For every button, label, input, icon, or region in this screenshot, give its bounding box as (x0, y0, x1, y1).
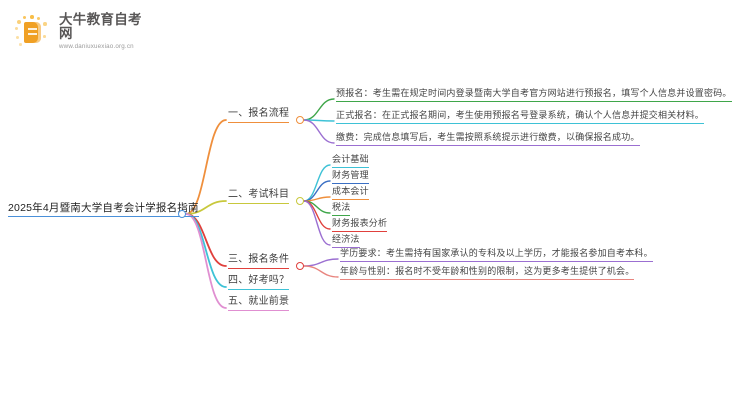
leaf-node-2-2[interactable]: 财务管理 (332, 168, 369, 184)
leaf-node-1-2[interactable]: 正式报名：在正式报名期间，考生使用预报名号登录系统，确认个人信息并提交相关材料。 (336, 108, 705, 124)
branch-node-1[interactable]: 一、报名流程 (228, 107, 290, 123)
book-icon (14, 15, 52, 49)
leaf-node-2-5[interactable]: 财务报表分析 (332, 216, 388, 232)
leaf-node-3-1[interactable]: 学历要求：考生需持有国家承认的专科及以上学历，才能报名参加自考本科。 (340, 246, 653, 262)
branch-knob-3[interactable] (296, 262, 304, 270)
branch-knob-2[interactable] (296, 197, 304, 205)
branch-node-3[interactable]: 三、报名条件 (228, 253, 290, 269)
leaf-node-2-4[interactable]: 税法 (332, 200, 351, 216)
branch-knob-1[interactable] (296, 116, 304, 124)
leaf-node-2-3[interactable]: 成本会计 (332, 184, 369, 200)
leaf-node-2-1[interactable]: 会计基础 (332, 152, 369, 168)
leaf-node-1-1[interactable]: 预报名：考生需在规定时间内登录暨南大学自考官方网站进行预报名，填写个人信息并设置… (336, 86, 732, 102)
leaf-node-3-2[interactable]: 年龄与性别：报名时不受年龄和性别的限制，这为更多考生提供了机会。 (340, 264, 635, 280)
root-node[interactable]: 2025年4月暨南大学自考会计学报名指南 (8, 201, 199, 217)
leaf-node-2-6[interactable]: 经济法 (332, 232, 360, 248)
branch-node-2[interactable]: 二、考试科目 (228, 188, 290, 204)
branch-node-5[interactable]: 五、就业前景 (228, 295, 290, 311)
branch-node-4[interactable]: 四、好考吗？ (228, 274, 290, 290)
leaf-node-1-3[interactable]: 缴费：完成信息填写后，考生需按照系统提示进行缴费，以确保报名成功。 (336, 130, 640, 146)
logo-title: 大牛教育自考网 (59, 12, 142, 41)
root-knob[interactable] (178, 210, 186, 218)
site-logo: 大牛教育自考网 www.daniuxuexiao.org.cn (14, 12, 150, 52)
logo-url: www.daniuxuexiao.org.cn (59, 43, 134, 51)
